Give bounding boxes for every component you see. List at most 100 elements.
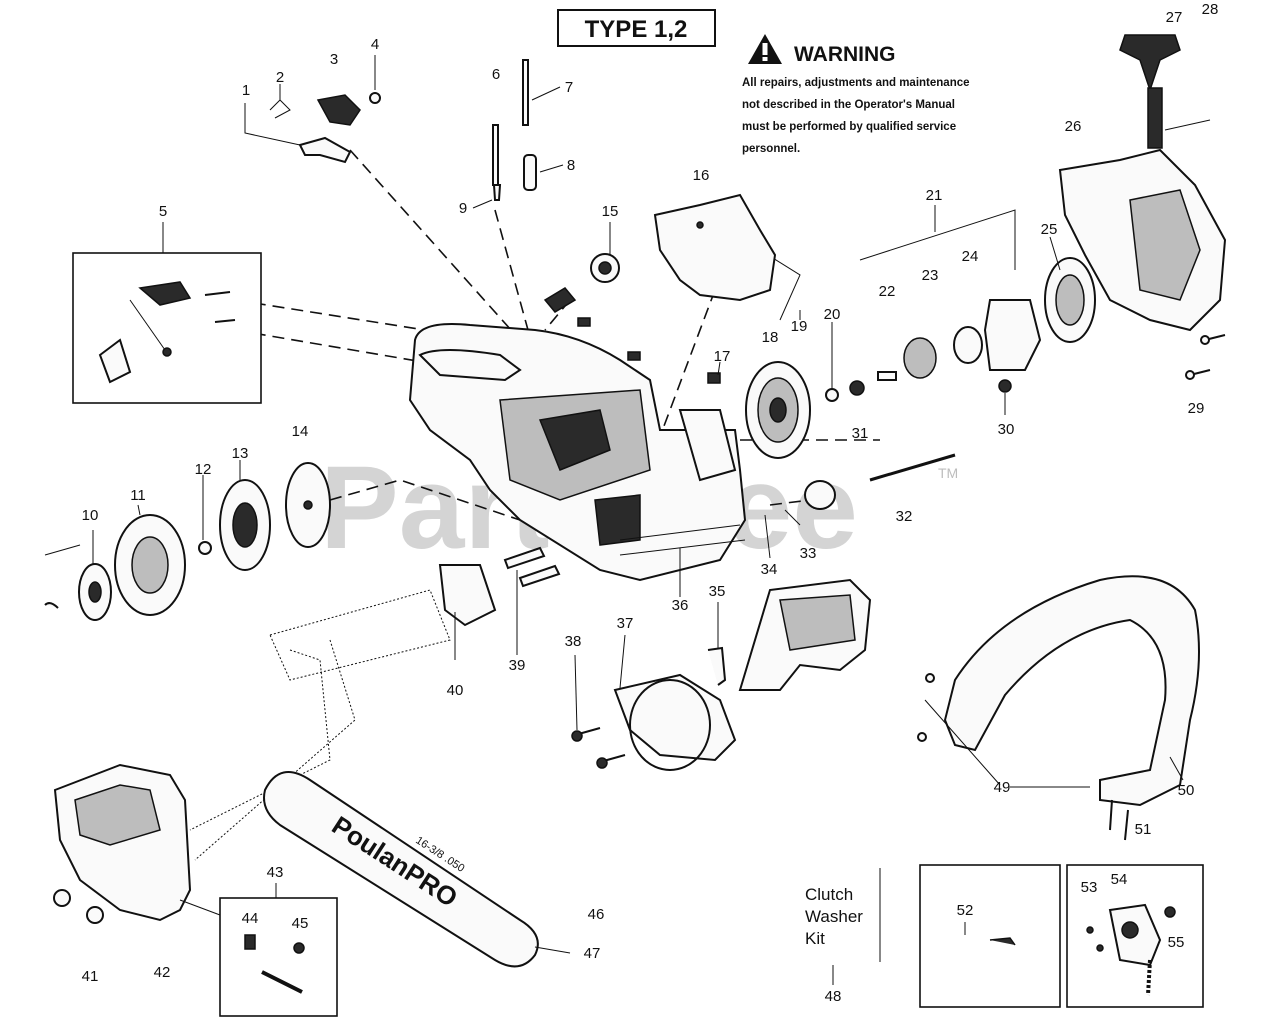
clutch-assembly-left bbox=[44, 462, 331, 621]
warning-line-4: personnel. bbox=[742, 143, 800, 155]
part-number-23: 23 bbox=[922, 267, 939, 284]
screws-49 bbox=[917, 673, 1090, 788]
part-number-35: 35 bbox=[709, 583, 726, 600]
part-number-5: 5 bbox=[159, 203, 167, 220]
part-number-29: 29 bbox=[1188, 400, 1205, 417]
part-number-27: 27 bbox=[1166, 9, 1183, 26]
warning-line-1: All repairs, adjustments and maintenance bbox=[742, 77, 970, 89]
pins bbox=[492, 59, 537, 201]
part-number-19: 19 bbox=[791, 318, 808, 335]
clutch-washer-kit-label: Clutch Washer Kit bbox=[805, 868, 881, 962]
part-number-14: 14 bbox=[292, 423, 309, 440]
part-number-21: 21 bbox=[926, 187, 943, 204]
part-number-42: 42 bbox=[154, 964, 171, 981]
rod-32 bbox=[869, 453, 956, 482]
part-number-18: 18 bbox=[762, 329, 779, 346]
part-number-51: 51 bbox=[1135, 821, 1152, 838]
part-number-15: 15 bbox=[602, 203, 619, 220]
part-number-16: 16 bbox=[693, 167, 710, 184]
part-number-46: 46 bbox=[588, 906, 605, 923]
screws-29 bbox=[1185, 334, 1226, 380]
inset-box-53 bbox=[1066, 864, 1204, 1008]
part-number-34: 34 bbox=[761, 561, 778, 578]
part-number-31: 31 bbox=[852, 425, 869, 442]
part-number-48: 48 bbox=[825, 988, 842, 1005]
part-number-40: 40 bbox=[447, 682, 464, 699]
part-number-50: 50 bbox=[1178, 782, 1195, 799]
part-number-52: 52 bbox=[957, 902, 974, 919]
kit-label-line-1: Clutch bbox=[805, 885, 853, 904]
part-number-8: 8 bbox=[567, 157, 575, 174]
screws-38 bbox=[571, 727, 626, 769]
screw-51 bbox=[1109, 799, 1129, 841]
part-number-2: 2 bbox=[276, 69, 284, 86]
warning-notice: WARNING All repairs, adjustments and mai… bbox=[742, 34, 970, 155]
brake-band bbox=[613, 673, 737, 771]
starter-handle bbox=[1119, 34, 1181, 149]
part-number-44: 44 bbox=[242, 910, 259, 927]
throttle-parts bbox=[269, 92, 381, 164]
chain-routing-lines bbox=[189, 589, 451, 861]
part-number-30: 30 bbox=[998, 421, 1015, 438]
part-number-33: 33 bbox=[800, 545, 817, 562]
flywheel bbox=[745, 361, 811, 459]
part-number-45: 45 bbox=[292, 915, 309, 932]
type-label: TYPE 1,2 bbox=[585, 16, 688, 43]
part-number-13: 13 bbox=[232, 445, 249, 462]
part-number-47: 47 bbox=[584, 945, 601, 962]
part-number-55: 55 bbox=[1168, 934, 1185, 951]
inset-box-5 bbox=[72, 252, 262, 404]
type-box: TYPE 1,2 bbox=[557, 9, 716, 47]
part-40 bbox=[438, 564, 497, 627]
clutch-parts-right bbox=[825, 299, 1042, 402]
part-number-12: 12 bbox=[195, 461, 212, 478]
warning-triangle-icon bbox=[748, 34, 782, 64]
part-number-6: 6 bbox=[492, 66, 500, 83]
engine-housing bbox=[408, 323, 747, 582]
part-number-9: 9 bbox=[459, 200, 467, 217]
part-number-11: 11 bbox=[130, 487, 146, 504]
part-number-22: 22 bbox=[879, 283, 896, 300]
part-number-24: 24 bbox=[962, 248, 979, 265]
part-15 bbox=[543, 253, 620, 313]
part-number-25: 25 bbox=[1041, 221, 1058, 238]
part-33-34 bbox=[784, 480, 836, 526]
part-number-20: 20 bbox=[824, 306, 841, 323]
kit-label-line-2: Washer bbox=[805, 907, 863, 926]
part-number-labels: 1 2 3 4 5 6 7 8 9 10 11 12 13 14 15 16 1… bbox=[82, 1, 1219, 1005]
part-number-54: 54 bbox=[1111, 871, 1128, 888]
clutch-cover bbox=[53, 763, 192, 924]
part-number-28: 28 bbox=[1202, 1, 1219, 18]
chain-brake-inner bbox=[779, 594, 856, 651]
warning-title: WARNING bbox=[794, 43, 896, 66]
part-number-39: 39 bbox=[509, 657, 526, 674]
part-number-43: 43 bbox=[267, 864, 284, 881]
inset-box-52 bbox=[919, 864, 1061, 1008]
part-number-38: 38 bbox=[565, 633, 582, 650]
part-number-36: 36 bbox=[672, 597, 689, 614]
part-17 bbox=[577, 317, 721, 384]
part-number-41: 41 bbox=[82, 968, 99, 985]
part-number-17: 17 bbox=[714, 348, 731, 365]
bolts-39 bbox=[503, 546, 561, 588]
part-number-10: 10 bbox=[82, 507, 99, 524]
part-number-26: 26 bbox=[1065, 118, 1082, 135]
inset-box-43 bbox=[219, 897, 338, 1017]
kit-label-line-3: Kit bbox=[805, 929, 825, 948]
part-number-53: 53 bbox=[1081, 879, 1098, 896]
part-35 bbox=[707, 646, 727, 686]
part-number-49: 49 bbox=[994, 779, 1011, 796]
watermark-tm: TM bbox=[938, 465, 958, 481]
warning-line-2: not described in the Operator's Manual bbox=[742, 99, 955, 111]
leader-lines bbox=[44, 55, 1211, 985]
part-16 bbox=[653, 193, 777, 302]
part-number-32: 32 bbox=[896, 508, 913, 525]
part-number-4: 4 bbox=[371, 36, 379, 53]
starter-pulley bbox=[1044, 257, 1096, 343]
part-number-37: 37 bbox=[617, 615, 634, 632]
part-number-3: 3 bbox=[330, 51, 338, 68]
warning-line-3: must be performed by qualified service bbox=[742, 121, 956, 133]
front-handle bbox=[943, 575, 1200, 807]
